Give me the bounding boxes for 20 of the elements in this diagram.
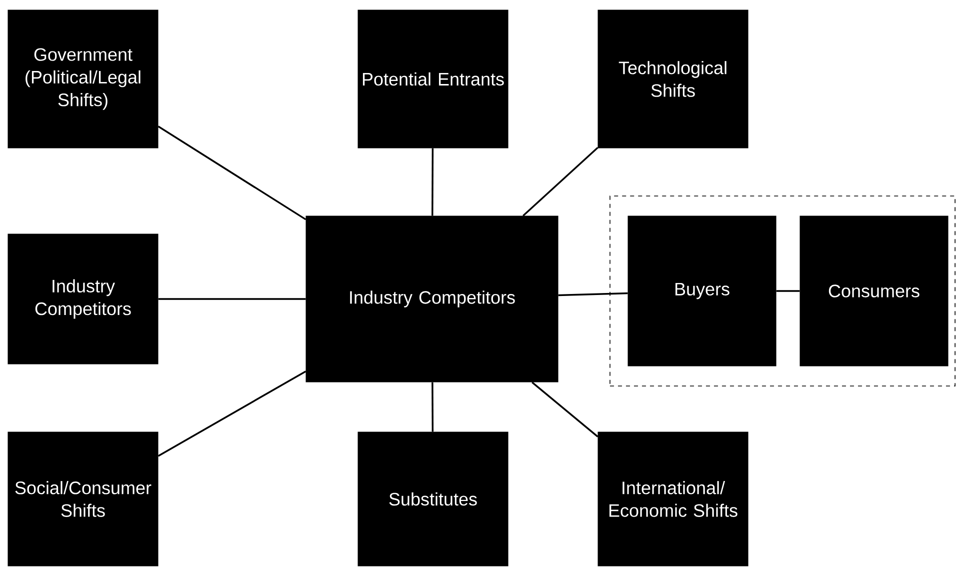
text-box: Government (Political/Legal Shifts) bbox=[8, 10, 158, 148]
connector-line bbox=[432, 382, 434, 432]
connector-line bbox=[522, 146, 598, 216]
text-box: International/ Economic Shifts bbox=[598, 432, 748, 566]
text-box: Social/Consumer Shifts bbox=[8, 432, 158, 566]
text-box: Substitutes bbox=[358, 432, 508, 566]
text-box: Potential Entrants bbox=[358, 10, 508, 148]
text-box: Buyers bbox=[628, 216, 776, 366]
dashed-group-frame bbox=[610, 196, 956, 386]
connector-line bbox=[158, 370, 306, 457]
connector-line bbox=[558, 292, 628, 296]
text-box: Consumers bbox=[800, 216, 948, 366]
connector-line bbox=[158, 298, 306, 300]
text-box: Industry Competitors bbox=[306, 216, 558, 382]
connector-line bbox=[432, 148, 434, 216]
text-box: Technological Shifts bbox=[598, 10, 748, 148]
text-box: Industry Competitors bbox=[8, 234, 158, 364]
connector-line bbox=[158, 126, 306, 220]
connector-line bbox=[776, 290, 800, 292]
connector-line bbox=[532, 382, 598, 438]
